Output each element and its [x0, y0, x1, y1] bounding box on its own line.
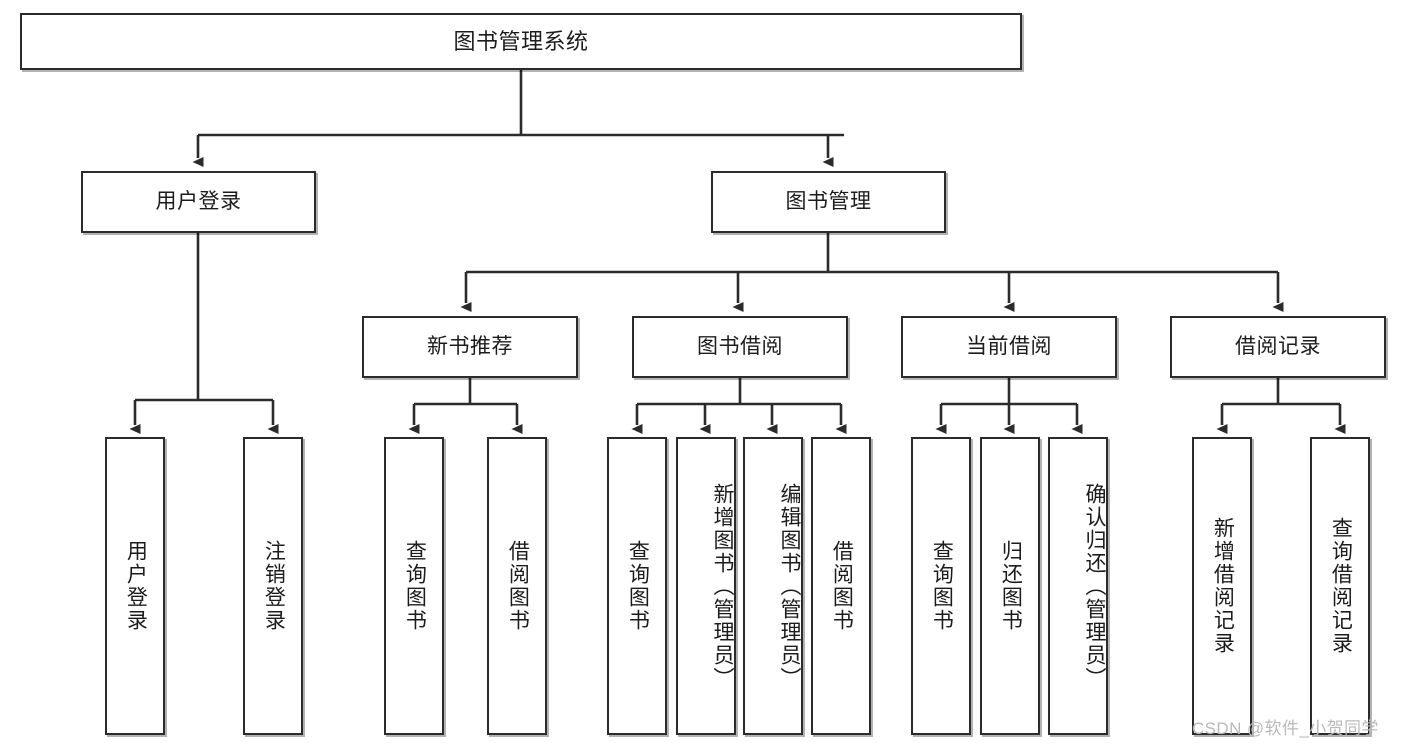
leaf-return-book[interactable]: 归还图书 [980, 437, 1040, 735]
leaf-add-book-admin[interactable]: 新增图书（管理员） [676, 437, 736, 735]
leaf-query-borrow-record[interactable]: 查询借阅记录 [1310, 437, 1370, 735]
leaf-query-book-current[interactable]: 查询图书 [911, 437, 971, 735]
leaf-query-book-recommend[interactable]: 查询图书 [384, 437, 444, 735]
leaf-query-book-borrow[interactable]: 查询图书 [607, 437, 667, 735]
node-current-borrow[interactable]: 当前借阅 [901, 316, 1117, 378]
leaf-edit-book-admin[interactable]: 编辑图书（管理员） [743, 437, 803, 735]
leaf-borrow-book[interactable]: 借阅图书 [811, 437, 871, 735]
node-root-system[interactable]: 图书管理系统 [20, 13, 1022, 70]
leaf-confirm-return-admin[interactable]: 确认归还（管理员） [1048, 437, 1108, 735]
node-book-manage[interactable]: 图书管理 [711, 171, 946, 233]
leaf-add-borrow-record[interactable]: 新增借阅记录 [1192, 437, 1252, 735]
node-user-login[interactable]: 用户登录 [81, 171, 316, 233]
leaf-borrow-book-recommend[interactable]: 借阅图书 [487, 437, 547, 735]
csdn-watermark: CSDN @软件_小贺同学 [1192, 719, 1379, 738]
leaf-logout[interactable]: 注销登录 [243, 437, 303, 735]
leaf-user-login[interactable]: 用户登录 [105, 437, 165, 735]
node-book-borrow[interactable]: 图书借阅 [632, 316, 848, 378]
node-borrow-record[interactable]: 借阅记录 [1170, 316, 1386, 378]
node-new-book-recommend[interactable]: 新书推荐 [362, 316, 578, 378]
